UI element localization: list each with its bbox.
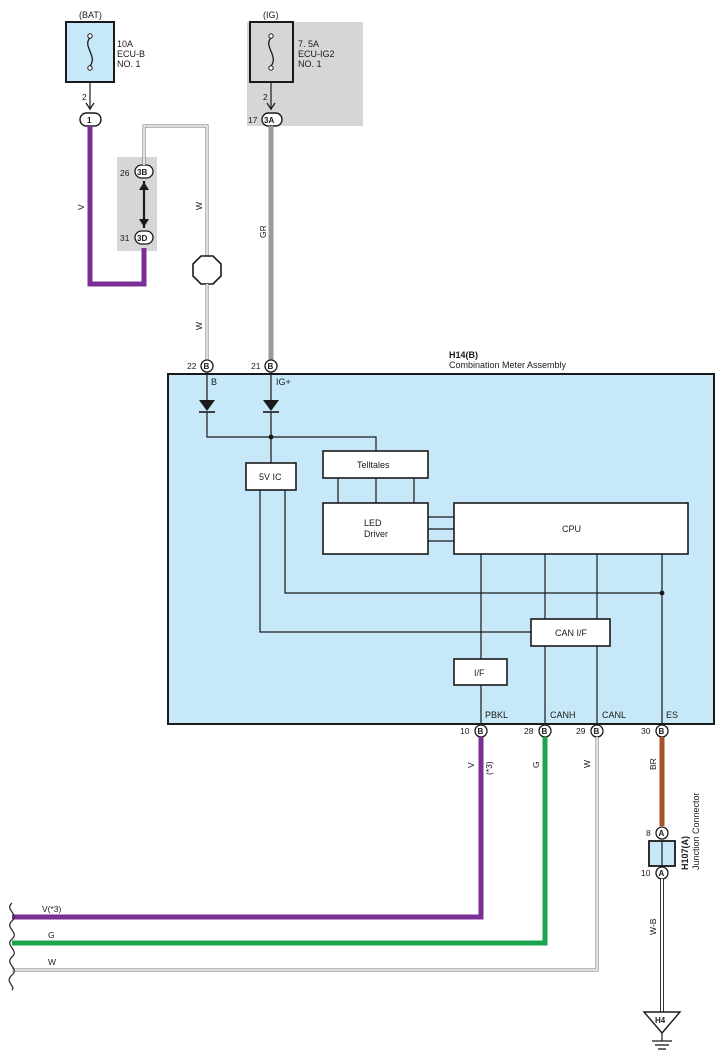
cpu-label: CPU	[562, 524, 581, 534]
bat-fuse-rating: 10A	[117, 39, 133, 49]
bat-arrow-icon	[85, 102, 95, 111]
pin-label-es: ES	[666, 710, 678, 720]
bat-supply-label: (BAT)	[79, 10, 102, 20]
bat-fuse-name: ECU-B	[117, 49, 145, 59]
wire-label-es: BR	[648, 758, 658, 770]
ig-fuse-pin: 2	[263, 92, 268, 102]
splice-top-no: 26	[120, 168, 130, 178]
jc-id: H107(A)	[680, 836, 690, 870]
wire-label-w2: W	[194, 322, 204, 330]
meter-label-ig: IG+	[276, 377, 291, 387]
ic-label: 5V IC	[259, 472, 282, 482]
pin-letter-canh: B	[542, 727, 548, 736]
wire-white-canl	[12, 737, 598, 971]
meter-id: H14(B)	[449, 350, 478, 360]
meter-pin-b-letter: B	[204, 362, 210, 371]
cpu-box	[453, 502, 689, 555]
pin-no-canl: 29	[576, 726, 586, 736]
jc-top-letter: A	[659, 829, 665, 838]
ground-symbol-icon	[652, 1033, 672, 1050]
wire-label-gr: GR	[258, 225, 268, 238]
wire-label-pbkl-note: (*3)	[484, 761, 494, 775]
meter-pin-ig-letter: B	[268, 362, 274, 371]
pin-no-es: 30	[641, 726, 651, 736]
break-mark-icon	[8, 902, 15, 991]
canif-label: CAN I/F	[555, 628, 588, 638]
pin-letter-es: B	[659, 727, 665, 736]
ig-fuse-rating: 7. 5A	[298, 39, 319, 49]
ic-box	[245, 462, 297, 491]
octagon-junction-icon	[192, 255, 222, 285]
ground-label: H4	[655, 1016, 666, 1025]
bat-connector-pin: 1	[87, 116, 92, 125]
splice-top-pin: 3B	[137, 168, 147, 177]
led-driver-box	[322, 502, 429, 555]
jc-top-pin	[655, 826, 669, 840]
pin-label-canl: CANL	[602, 710, 626, 720]
pin-no-canh: 28	[524, 726, 534, 736]
pin-letter-canl: B	[594, 727, 600, 736]
wire-label-w1: W	[194, 202, 204, 210]
ig-fuse-no: NO. 1	[298, 59, 322, 69]
led-driver-label-1: LED	[364, 518, 382, 528]
output-label-v: V(*3)	[42, 904, 62, 914]
bat-fuse-no: NO. 1	[117, 59, 141, 69]
node-dot-icon	[268, 434, 274, 440]
meter-name: Combination Meter Assembly	[449, 360, 567, 370]
wire-label-canl: W	[582, 760, 592, 768]
splice-bottom-pin: 3D	[137, 234, 147, 243]
ig-arrow-icon	[266, 102, 276, 111]
wire-green-canh	[12, 737, 548, 946]
splice-bottom-connector	[134, 230, 154, 245]
ig-connector-pin: 3A	[264, 116, 274, 125]
jc-bottom-no: 10	[641, 868, 651, 878]
ground-triangle-icon	[642, 1011, 682, 1035]
pin-label-canh: CANH	[550, 710, 576, 720]
jc-bottom-letter: A	[659, 869, 665, 878]
splice-bottom-no: 31	[120, 233, 130, 243]
splice-arrow-up-icon	[139, 182, 149, 190]
jc-name: Junction Connector	[691, 792, 701, 870]
wire-violet-pbkl	[12, 737, 484, 920]
ig-connector-no: 17	[248, 115, 258, 125]
output-label-w: W	[48, 957, 56, 967]
led-driver-label-2: Driver	[364, 529, 388, 539]
jc-top-no: 8	[646, 828, 651, 838]
wire-violet-bat	[87, 126, 147, 287]
pin-no-pbkl: 10	[460, 726, 470, 736]
ig-fuse-name: ECU-IG2	[298, 49, 335, 59]
bat-fuse-icon	[87, 33, 93, 71]
meter-pin-b-no: 22	[187, 361, 197, 371]
meter-pin-ig-no: 21	[251, 361, 261, 371]
ig-fuse-icon	[268, 33, 274, 71]
canif-box	[530, 618, 611, 647]
if-label: I/F	[474, 668, 485, 678]
wire-label-v1: V	[76, 204, 86, 210]
wire-label-pbkl: V	[466, 762, 476, 768]
bat-fuse-pin: 2	[82, 92, 87, 102]
ig-supply-label: (IG)	[263, 10, 279, 20]
pin-letter-pbkl: B	[478, 727, 484, 736]
splice-arrow-down-icon	[139, 219, 149, 227]
wire-label-wb: W-B	[648, 918, 658, 935]
telltales-label: Telltales	[357, 460, 390, 470]
output-label-g: G	[48, 930, 55, 940]
pin-label-pbkl: PBKL	[485, 710, 508, 720]
wire-label-canh: G	[531, 761, 541, 768]
meter-label-b: B	[211, 377, 217, 387]
telltales-box	[322, 450, 429, 479]
